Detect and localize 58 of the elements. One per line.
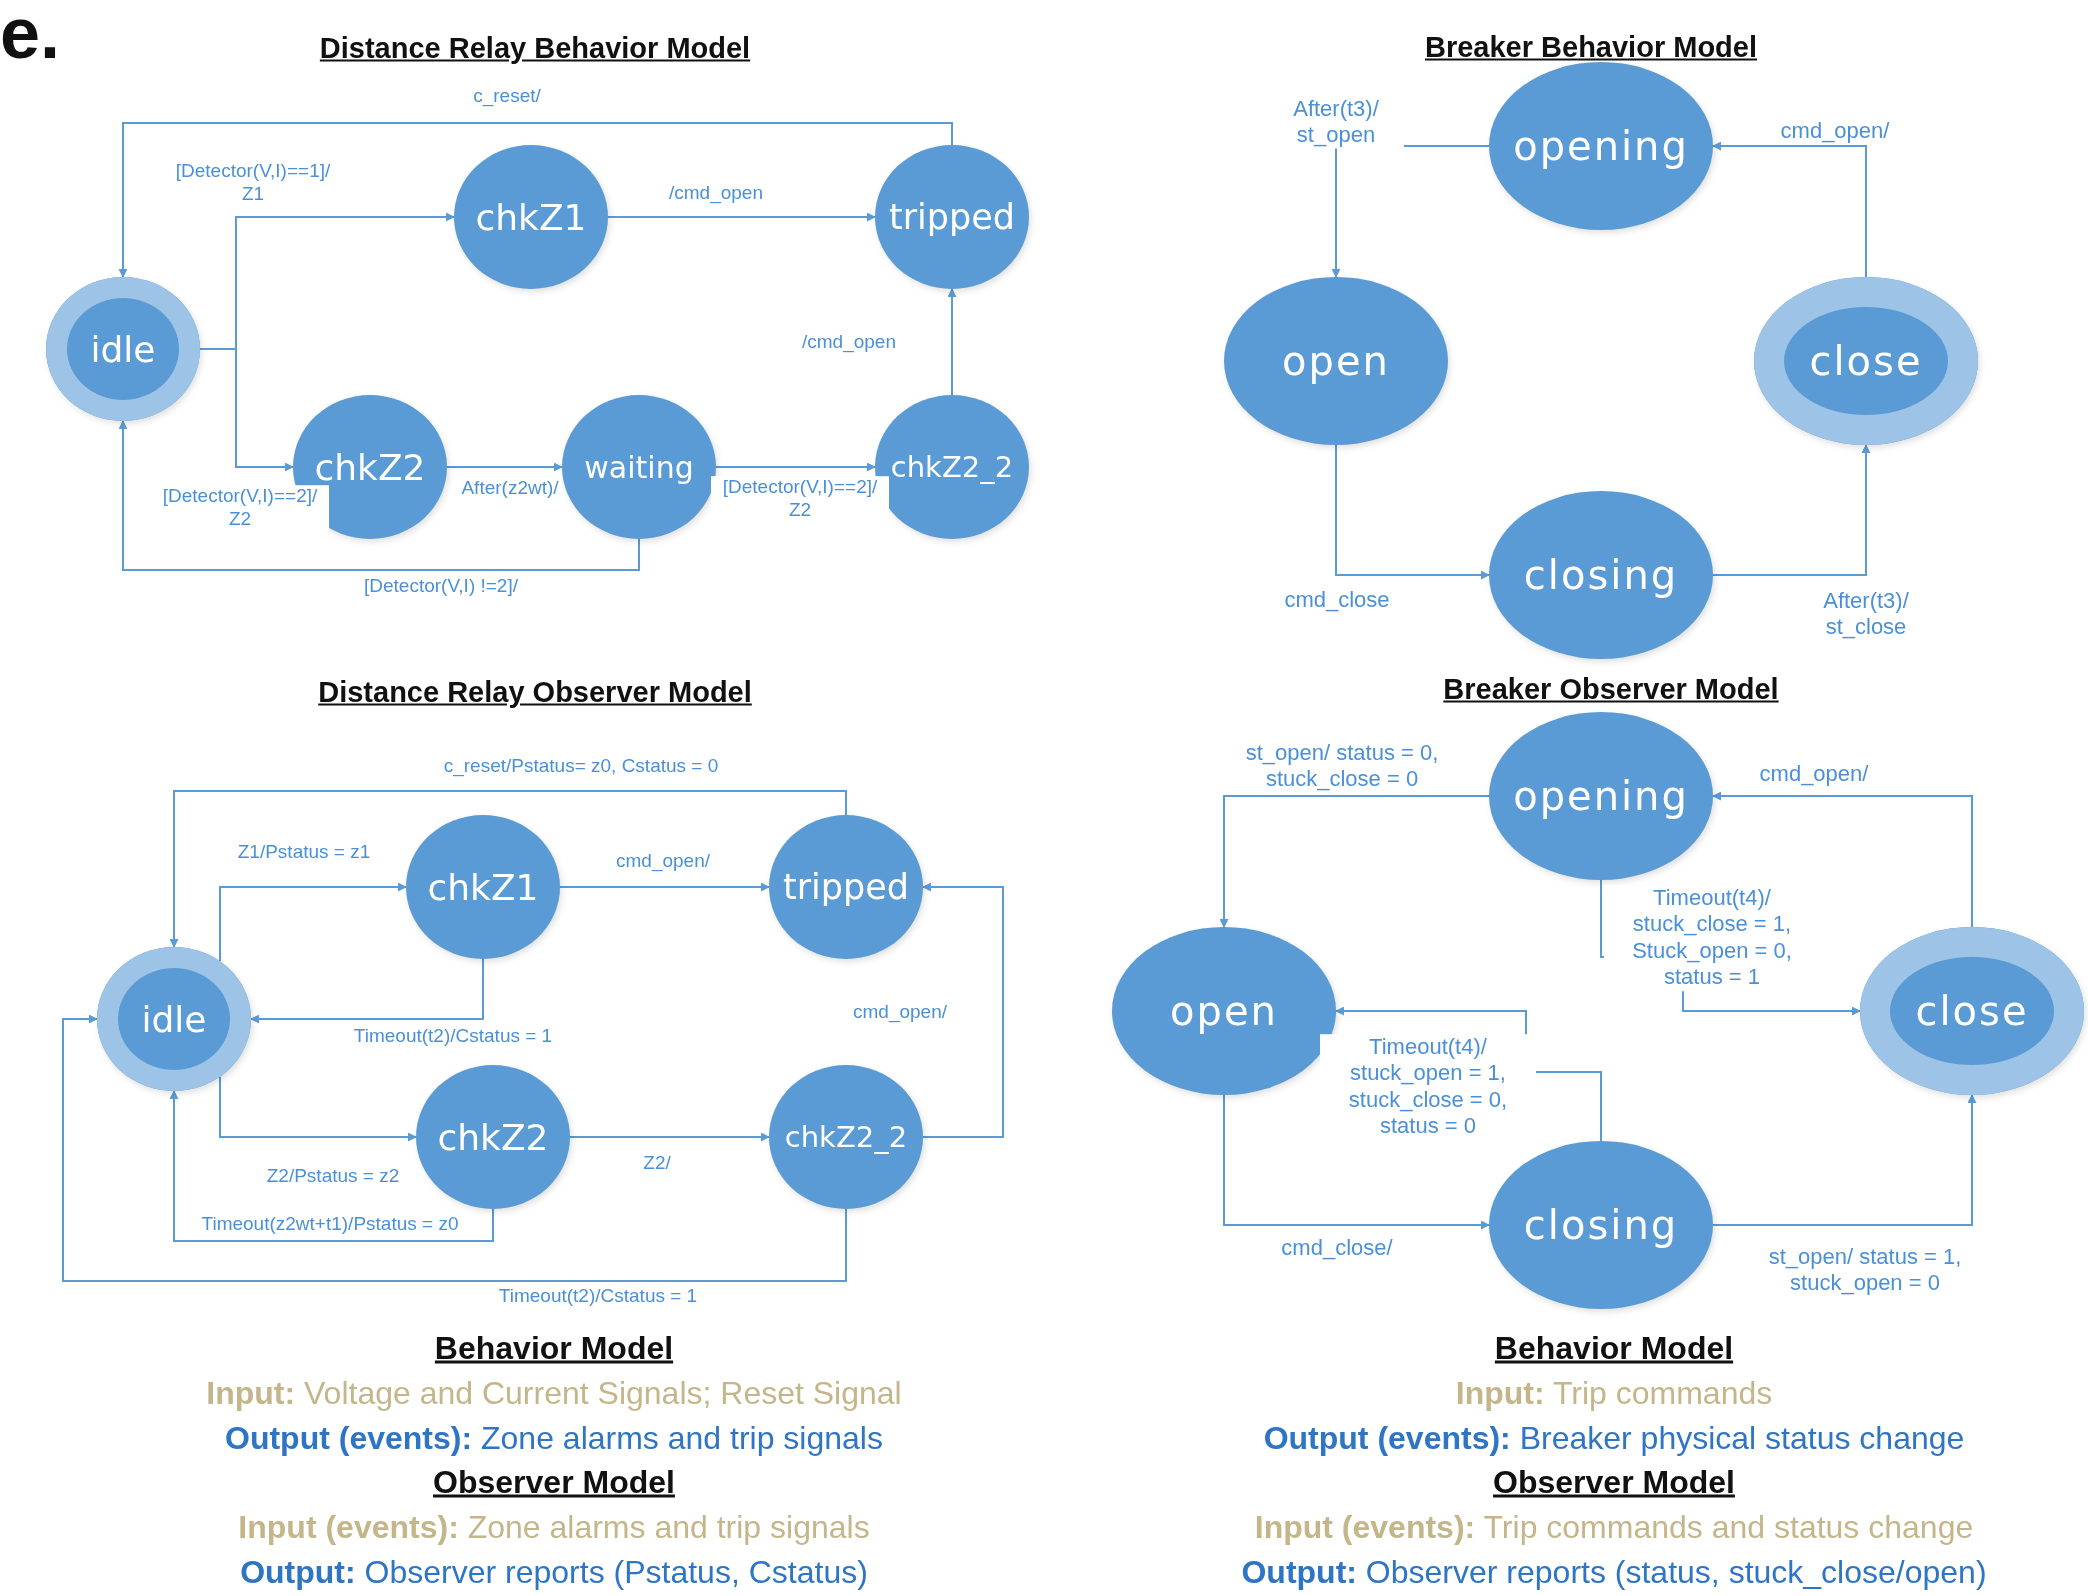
state-name: chkZ2_2: [890, 450, 1014, 484]
state-name: chkZ2: [314, 446, 426, 488]
model-heading: Breaker Observer Model: [1443, 672, 1779, 706]
transition-arrow: [62, 1014, 847, 1282]
state-name: closing: [1523, 1202, 1679, 1248]
section-heading: Observer Model: [1493, 1463, 1735, 1501]
state-name: tripped: [889, 197, 1015, 237]
transition-arrow: [715, 462, 876, 472]
state-name: idle: [90, 328, 156, 370]
state-name: chkZ2: [437, 1116, 549, 1158]
state-name: chkZ1: [427, 866, 539, 908]
state-name: open: [1282, 338, 1390, 384]
model-heading: Breaker Behavior Model: [1425, 30, 1757, 64]
description-text: Input (events): Trip commands and status change: [1254, 1508, 1974, 1546]
transition-arrow: [559, 882, 770, 892]
transition-arrow: [219, 882, 407, 963]
transition-arrow: [569, 1132, 770, 1142]
state-name: closing: [1523, 552, 1679, 598]
model-heading: Distance Relay Behavior Model: [319, 31, 751, 65]
transition-arrow: [1223, 1094, 1490, 1230]
transition-arrow: [1335, 444, 1490, 580]
transition-arrow: [1712, 141, 1867, 278]
transition-arrow: [118, 122, 953, 278]
transition-arrow: [219, 1075, 417, 1142]
state-name: chkZ1: [475, 196, 587, 238]
state-name: open: [1170, 988, 1278, 1034]
state-name: idle: [141, 998, 207, 1040]
state-name: chkZ2_2: [784, 1120, 908, 1154]
description-text: Input (events): Zone alarms and trip signals: [238, 1508, 870, 1546]
description-text: Input: Voltage and Current Signals; Reset Signal: [206, 1374, 902, 1412]
panel-letter: e.: [0, 0, 61, 74]
transition-arrow: [446, 462, 563, 472]
section-heading: Behavior Model: [1494, 1329, 1734, 1367]
state-name: close: [1809, 338, 1923, 384]
section-heading: Observer Model: [433, 1463, 675, 1501]
state-name: tripped: [783, 867, 909, 907]
transition-arrow: [118, 420, 640, 571]
description-text: Output: Observer reports (status, stuck_close/open): [1241, 1553, 1987, 1591]
transition-arrow: [199, 348, 294, 472]
transition-arrow: [250, 958, 484, 1024]
transition-arrow: [169, 1090, 494, 1242]
transition-arrow: [1712, 791, 1973, 928]
transition-arrow: [947, 288, 957, 396]
state-name: opening: [1513, 123, 1689, 169]
state-name: close: [1915, 988, 2029, 1034]
state-name: waiting: [584, 449, 694, 485]
description-text: Output: Observer reports (Pstatus, Cstatus): [240, 1553, 868, 1591]
transition-arrow: [607, 212, 876, 222]
transition-arrow: [1712, 1094, 1977, 1226]
description-text: Input: Trip commands: [1455, 1374, 1773, 1412]
transition-arrow: [169, 790, 847, 948]
model-heading: Distance Relay Observer Model: [318, 675, 752, 709]
state-name: opening: [1513, 773, 1689, 819]
description-text: Output (events): Zone alarms and trip signals: [225, 1419, 883, 1457]
section-heading: Behavior Model: [434, 1329, 674, 1367]
transition-arrow: [1219, 795, 1490, 928]
description-text: Output (events): Breaker physical status change: [1263, 1419, 1965, 1457]
transition-arrow: [1712, 444, 1871, 576]
